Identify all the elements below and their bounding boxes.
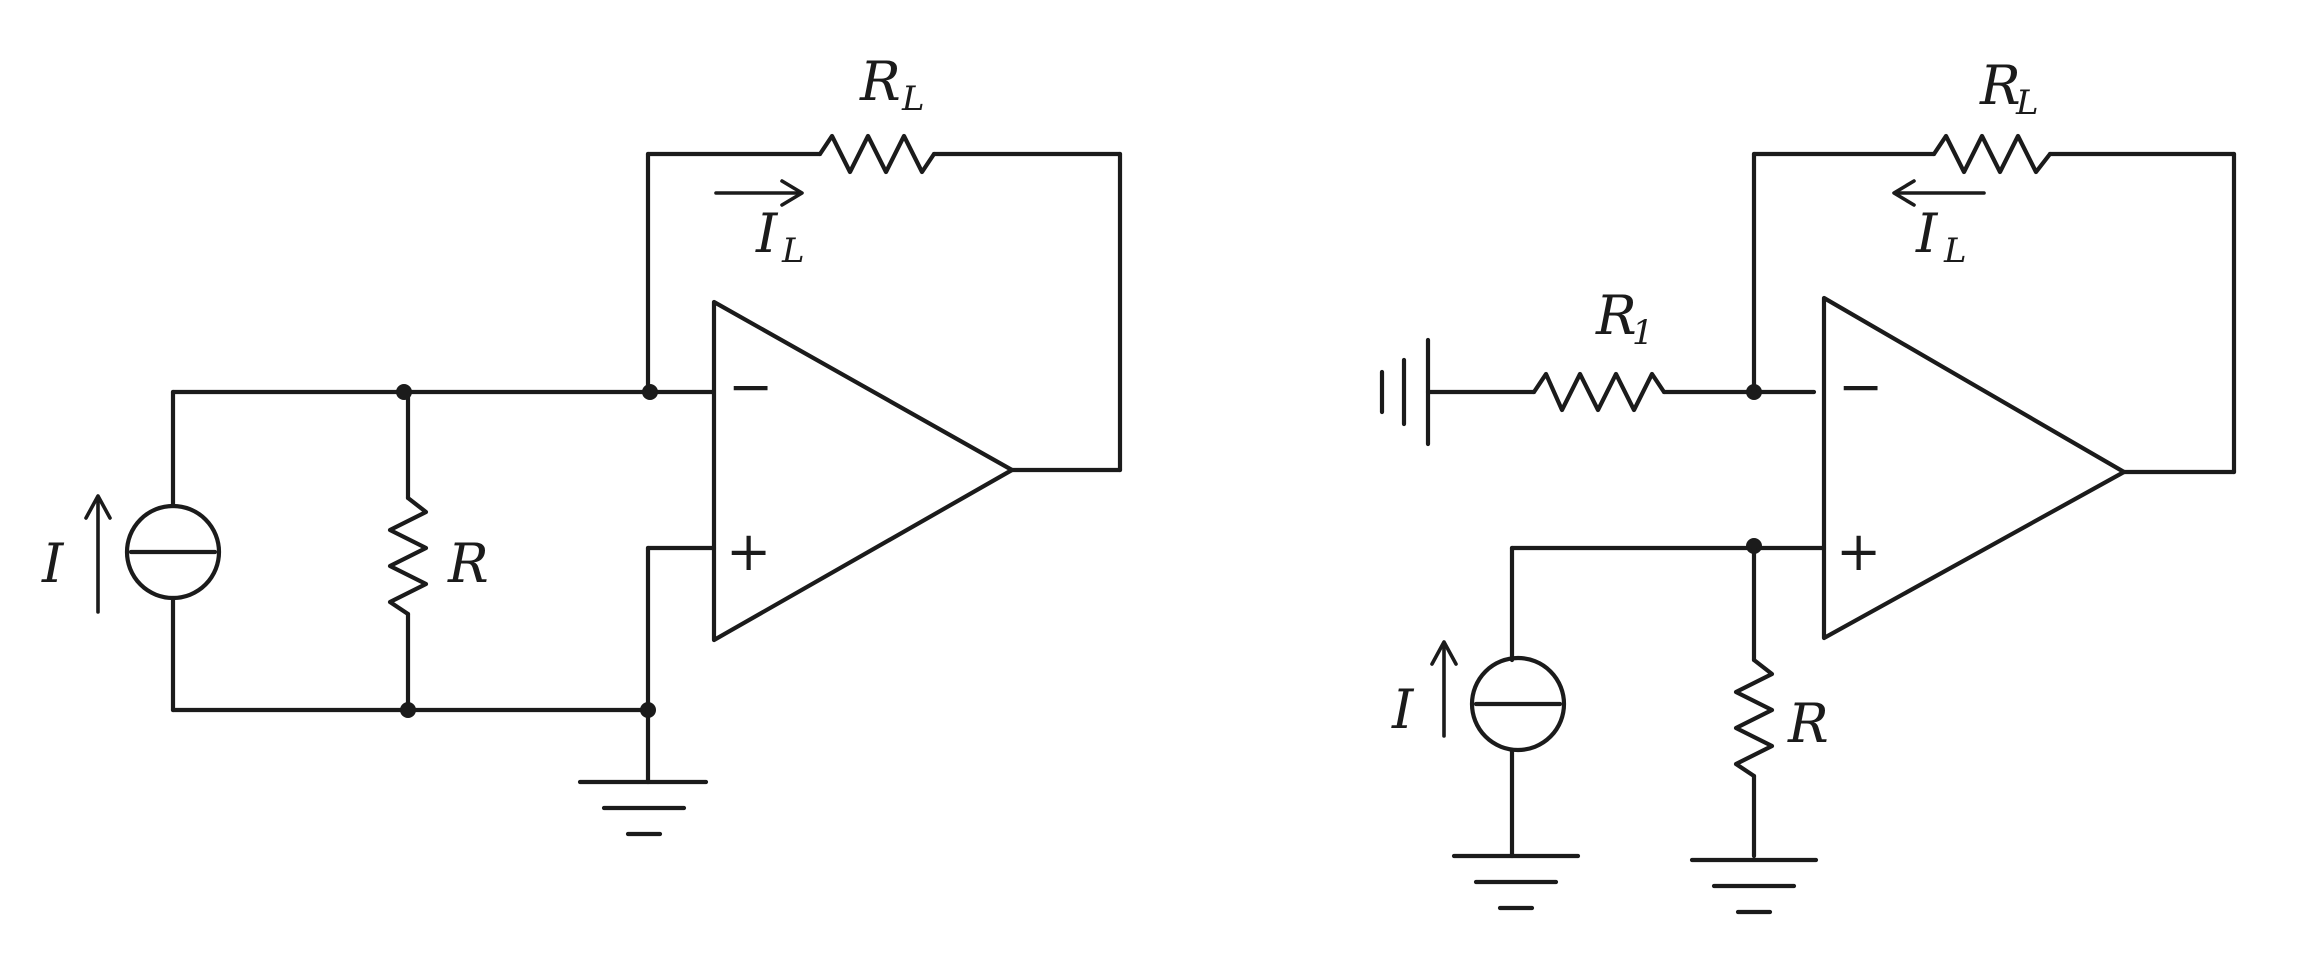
right-source-arrow-icon [1430, 640, 1458, 738]
left-shunt-resistor [387, 389, 429, 713]
left-opamp [711, 299, 1015, 643]
left-circuit: I R R L I L − [41, 50, 1123, 837]
right-opamp [1821, 295, 2127, 641]
right-source-label: I [1391, 678, 1415, 741]
left-ground-icon [577, 779, 709, 837]
right-current-source-body [1469, 655, 1567, 753]
right-shunt-resistor [1733, 545, 1775, 859]
left-source-arrow-icon [84, 494, 112, 614]
right-circuit: R 1 R L I L − + [1379, 54, 2237, 915]
right-opamp-noninverting-sign: + [1836, 520, 1881, 583]
left-junction-bottom [400, 702, 416, 718]
left-current-source [124, 389, 222, 713]
right-input-resistor-label: R [1595, 284, 1637, 347]
left-load-current-arrow-icon [714, 179, 804, 207]
right-input-resistor [1531, 371, 1667, 413]
right-input-resistor-sub: 1 [1632, 313, 1654, 353]
left-junction-top [396, 384, 412, 400]
right-load-current-sub: L [1943, 231, 1967, 271]
right-resistor-ground-icon [1689, 857, 1819, 915]
right-load-resistor-sub: L [2015, 83, 2039, 123]
right-load-current-label: I [1915, 202, 1939, 265]
right-shunt-resistor-label: R [1787, 692, 1829, 755]
left-shunt-resistor-label: R [447, 532, 489, 595]
left-load-current-sub: L [781, 231, 805, 271]
right-load-current-arrow-icon [1892, 179, 1986, 207]
left-source-label: I [41, 532, 65, 595]
left-opamp-inverting-sign: − [728, 355, 773, 418]
right-opamp-inverting-sign: − [1838, 355, 1883, 418]
right-load-resistor [1931, 133, 2053, 175]
left-load-resistor-label: R [859, 50, 901, 113]
left-load-resistor-sub: L [901, 79, 925, 119]
right-source-ground-icon [1451, 853, 1581, 911]
left-load-current-label: I [755, 202, 779, 265]
right-battery-icon [1379, 337, 1431, 447]
left-load-resistor [817, 133, 937, 175]
right-current-source [1469, 655, 1567, 753]
right-load-resistor-label: R [1979, 54, 2021, 117]
left-opamp-noninverting-sign: + [726, 520, 771, 583]
